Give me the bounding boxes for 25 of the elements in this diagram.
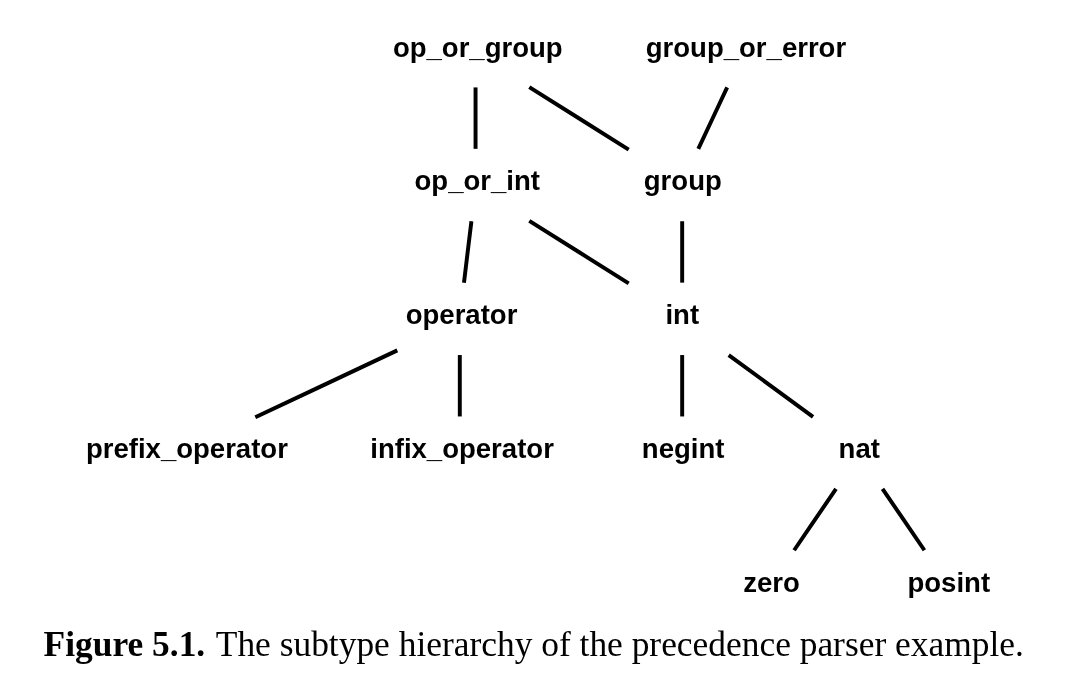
connector: [528, 219, 630, 286]
connector: [727, 353, 815, 419]
connector: [462, 221, 474, 283]
connector: [880, 487, 927, 552]
node-text: group_or_error: [645, 31, 847, 63]
node-text: infix_operator: [370, 433, 554, 465]
caption: Figure 5.1. The subtype hierarchy of the precedence parser example.: [43, 624, 1024, 665]
connector: [528, 85, 630, 152]
connector: [680, 221, 685, 283]
node-text: nat: [838, 433, 880, 465]
connector: [254, 348, 399, 420]
node-text: int: [665, 299, 700, 331]
connector: [473, 87, 478, 149]
node-text: op_or_group: [392, 31, 563, 63]
connector: [457, 355, 462, 417]
node-text: operator: [405, 299, 518, 331]
connector: [696, 86, 729, 150]
node-text: negint: [641, 433, 725, 465]
connector: [680, 355, 685, 417]
node-text: zero: [743, 566, 800, 598]
node-text: posint: [907, 566, 991, 598]
node-text: group: [643, 165, 722, 197]
node-text: op_or_int: [414, 165, 540, 197]
connector: [792, 487, 838, 552]
node-text: prefix_operator: [85, 433, 288, 465]
